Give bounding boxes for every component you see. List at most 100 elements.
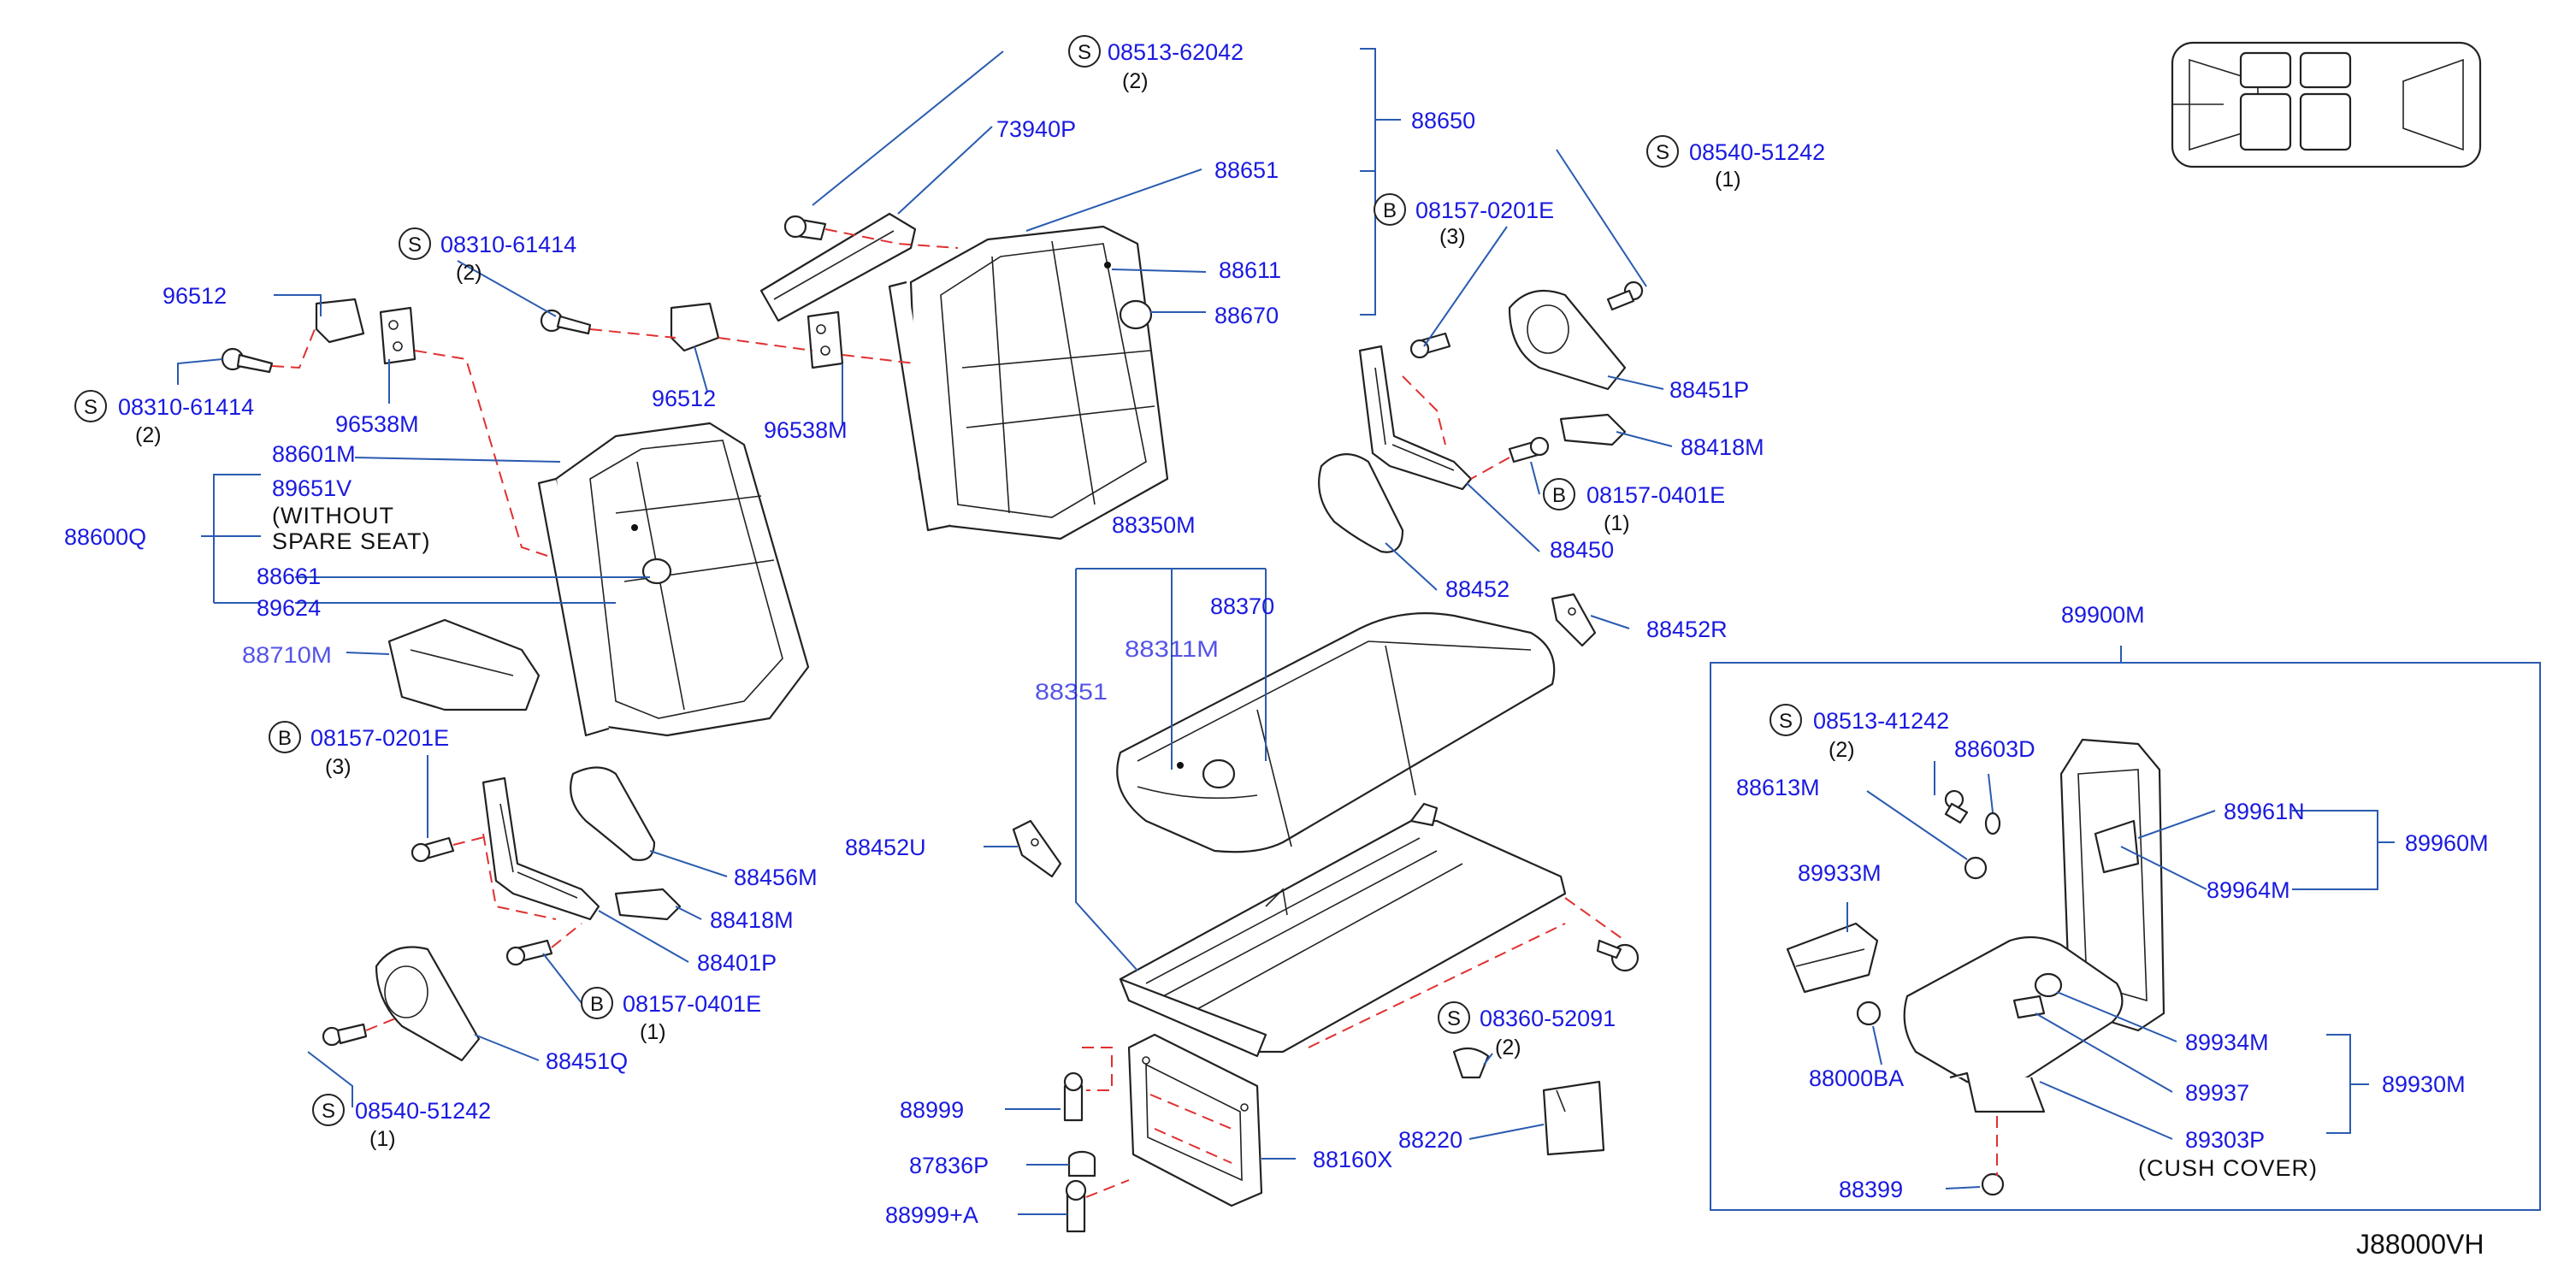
- label-89964M: 89964M: [2207, 877, 2290, 903]
- label-88456M: 88456M: [734, 865, 818, 890]
- label-88452R: 88452R: [1646, 617, 1728, 642]
- handle-89933M: [1786, 922, 1879, 994]
- marker-circles: S S S B S B B B S S S: [74, 35, 1802, 1126]
- label-08157-0201E-right: 08157-0201E: [1415, 198, 1554, 223]
- clip-08360-52091: [1452, 1047, 1490, 1079]
- label-73940P: 73940P: [996, 116, 1076, 142]
- cover-88451P: [1508, 289, 1627, 391]
- bag-88220: [1542, 1080, 1605, 1156]
- label-88999: 88999: [900, 1097, 964, 1123]
- label-96512-left: 96512: [162, 283, 227, 309]
- bolt-08157-0401E-left: [505, 939, 553, 966]
- label-88452U: 88452U: [845, 835, 926, 860]
- vehicle-location-inset: [2171, 41, 2482, 168]
- screw-mark: S: [408, 233, 422, 257]
- label-89624: 89624: [257, 595, 321, 621]
- label-88350M: 88350M: [1112, 512, 1196, 538]
- label-88000BA: 88000BA: [1809, 1065, 1904, 1091]
- qty-08513-41242: (2): [1829, 738, 1855, 762]
- cover-88456M: [570, 766, 656, 861]
- screw-08513-41242: [1944, 789, 1969, 824]
- label-08310-61414-top: 08310-61414: [440, 232, 576, 257]
- screw-mark: S: [1656, 141, 1669, 164]
- label-88450: 88450: [1550, 537, 1614, 563]
- label-89934M: 89934M: [2185, 1030, 2269, 1055]
- seat-frame: [1119, 802, 1626, 1058]
- bracket-96538M-left: [379, 306, 417, 365]
- screw-mark: S: [1447, 1007, 1461, 1030]
- screw-08513-62042: [783, 215, 827, 241]
- label-88601M: 88601M: [272, 441, 356, 467]
- note-without: (WITHOUT: [272, 503, 394, 528]
- label-88418M-right: 88418M: [1681, 434, 1764, 460]
- label-96512-center: 96512: [652, 386, 716, 411]
- label-88611: 88611: [1219, 257, 1281, 283]
- cover-88451Q: [375, 946, 481, 1062]
- label-88418M-left: 88418M: [710, 907, 794, 933]
- label-88399: 88399: [1839, 1177, 1903, 1202]
- label-88220: 88220: [1398, 1127, 1462, 1153]
- label-88999A: 88999+A: [885, 1202, 978, 1228]
- note-spare-seat: SPARE SEAT): [272, 528, 431, 554]
- label-08310-61414-left: 08310-61414: [118, 394, 254, 420]
- clip-96512-left: [315, 298, 365, 344]
- qty-08157-0201E-right: (3): [1439, 225, 1466, 249]
- label-89960M: 89960M: [2405, 830, 2489, 856]
- hinge-88450: [1358, 345, 1473, 491]
- label-08157-0201E-left: 08157-0201E: [310, 725, 449, 751]
- label-89937: 89937: [2185, 1080, 2249, 1106]
- cover-88452: [1318, 453, 1404, 553]
- cap-88613M: [1964, 856, 1988, 880]
- leader-lines: [177, 48, 2395, 1215]
- label-89303P: 89303P: [2185, 1127, 2265, 1153]
- label-96538M-left: 96538M: [335, 411, 419, 437]
- screw-mark: S: [1779, 710, 1793, 733]
- qty-08540-51242-right: (1): [1715, 168, 1741, 192]
- label-88651: 88651: [1214, 157, 1279, 183]
- label-08157-0401E-left: 08157-0401E: [623, 991, 761, 1017]
- screw-mark: S: [1078, 41, 1091, 64]
- center-seatback: [888, 225, 1169, 540]
- bracket-88452U: [1012, 819, 1062, 878]
- label-88401P: 88401P: [697, 950, 777, 976]
- bolt-08157-0201E-left: [411, 836, 455, 863]
- label-08540-51242-right: 08540-51242: [1689, 139, 1825, 165]
- bolt-08157-0201E-right: [1409, 332, 1451, 359]
- knob-88418M-left: [614, 888, 682, 921]
- label-88600Q: 88600Q: [64, 524, 146, 550]
- label-08540-51242-left: 08540-51242: [355, 1098, 491, 1124]
- label-88160X: 88160X: [1313, 1147, 1392, 1172]
- washer-88603D: [1984, 812, 2001, 835]
- label-08513-41242: 08513-41242: [1813, 708, 1949, 734]
- spare-seat-frame: [1949, 1071, 2046, 1113]
- label-08513-62042: 08513-62042: [1108, 39, 1244, 65]
- label-88603D: 88603D: [1954, 736, 2035, 762]
- label-96538M-center: 96538M: [764, 417, 848, 443]
- bolt-mark: B: [278, 727, 292, 750]
- label-89651V: 89651V: [272, 475, 352, 501]
- qty-08360-52091: (2): [1495, 1036, 1521, 1059]
- label-88370: 88370: [1210, 593, 1274, 619]
- screw-08540-51242-left: [322, 1023, 368, 1047]
- hinge-88401P: [482, 776, 600, 921]
- label-88311M-partial: 88311M: [1125, 636, 1219, 662]
- part-labels: 08513-62042 (2) 73940P 88651 88650 88611…: [64, 39, 2489, 1260]
- label-08157-0401E-right: 08157-0401E: [1586, 482, 1725, 508]
- label-89933M: 89933M: [1798, 860, 1882, 886]
- label-87836P: 87836P: [909, 1153, 989, 1178]
- label-88650: 88650: [1411, 108, 1475, 133]
- label-88452: 88452: [1445, 576, 1510, 602]
- screw-mark: S: [322, 1100, 335, 1123]
- label-88661: 88661: [257, 564, 321, 589]
- bolt-08157-0401E-right: [1508, 436, 1550, 463]
- qty-08157-0201E-left: (3): [325, 755, 352, 779]
- left-seatback: [537, 422, 810, 737]
- base-88160X: [1127, 1033, 1263, 1207]
- qty-08540-51242-left: (1): [369, 1127, 396, 1151]
- label-89900M: 89900M: [2061, 602, 2145, 628]
- knob-88418M-right: [1559, 413, 1627, 446]
- bolt-mark: B: [1383, 199, 1397, 222]
- label-88670: 88670: [1214, 303, 1279, 328]
- qty-08157-0401E-right: (1): [1604, 511, 1630, 535]
- label-89930M: 89930M: [2382, 1071, 2466, 1097]
